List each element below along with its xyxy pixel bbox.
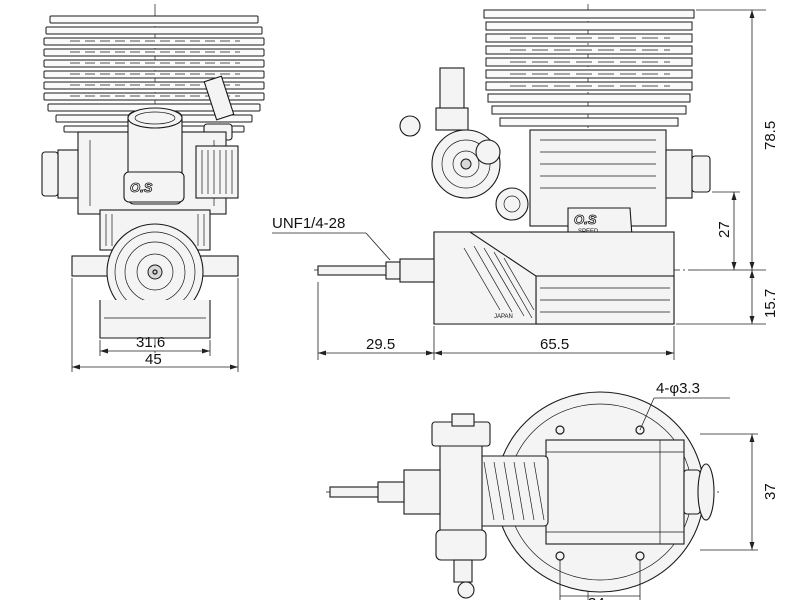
dim-crankcase-length: 65.5 [540, 336, 569, 353]
dim-front-outer-width: 45 [145, 351, 162, 368]
side-cooling-fins [483, 9, 695, 127]
thread-spec-label: UNF1/4-28 [272, 215, 345, 232]
dim-shaft-height: 15.7 [762, 289, 779, 318]
dim-exhaust-height: 27 [716, 221, 733, 238]
side-view: O.S SPEED JAPAN UNF1/4-28 [272, 4, 779, 360]
front-brand-logo: O.S [130, 180, 153, 195]
dim-front-inner-width: 31.6 [136, 334, 165, 351]
front-view: O.S 31.6 45 [41, 4, 265, 372]
dim-mount-holes: 4-φ3.3 [656, 380, 700, 397]
dim-mount-spacing: 34 [588, 595, 605, 600]
bottom-view: 4-φ3.3 37 34 [326, 380, 779, 600]
dim-mount-width: 37 [762, 483, 779, 500]
dim-shaft-length: 29.5 [366, 336, 395, 353]
side-brand-logo: O.S [574, 212, 597, 227]
made-in-label: JAPAN [494, 314, 513, 320]
dim-total-height: 78.5 [762, 121, 779, 150]
